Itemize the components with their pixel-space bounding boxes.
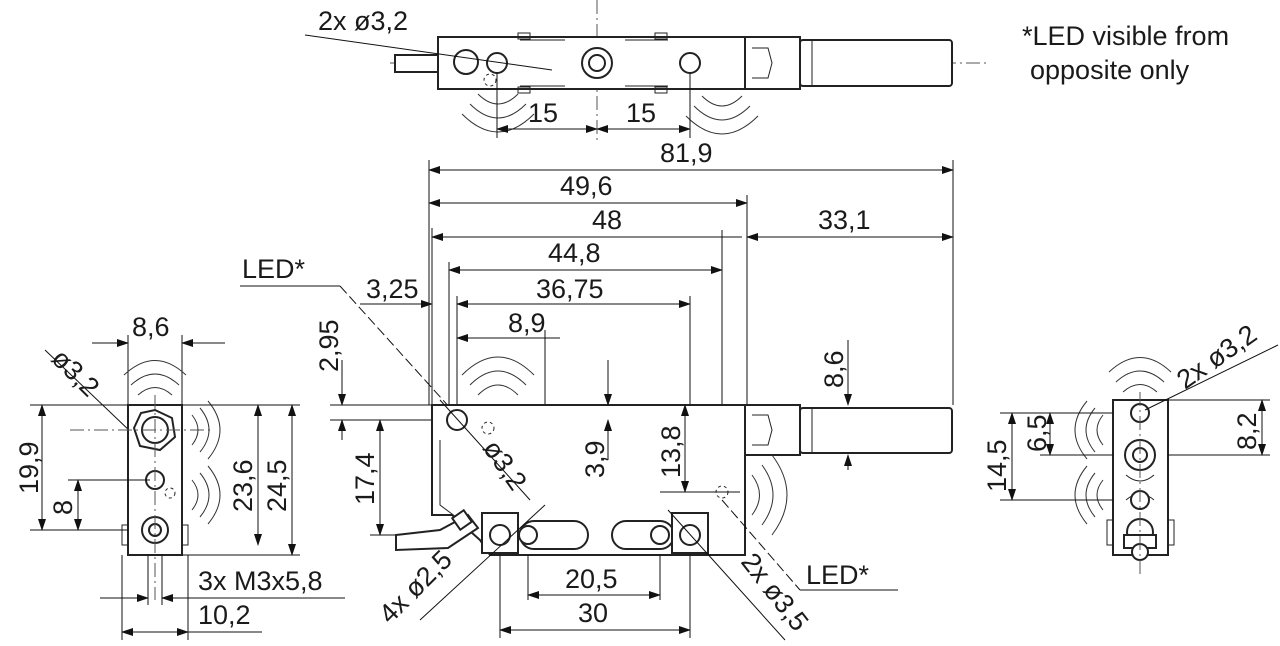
- note-line-2: opposite only: [1030, 55, 1190, 85]
- left-wave-right-2: [191, 465, 221, 525]
- dim-8-6-front-label: 8,6: [819, 350, 849, 388]
- left-dim-8-6-label: 8,6: [132, 312, 170, 342]
- top-hole-right: [679, 52, 701, 74]
- led-bottom-leader: [721, 499, 801, 591]
- top-clip-2: [654, 32, 668, 40]
- holes-4x-label: 4x ø2,5: [373, 544, 458, 629]
- led-top-label: LED*: [242, 254, 306, 284]
- dim-8-9-label: 8,9: [508, 308, 546, 338]
- dim-33-1-label: 33,1: [818, 205, 871, 235]
- dim-3-25-label: 3,25: [366, 274, 419, 304]
- front-actuator-grip: [799, 407, 953, 454]
- left-dim-24-5-label: 24,5: [262, 459, 292, 512]
- front-view: 81,9 49,6 48 33,1 44,8 3,25 36,75 8,9 LE…: [240, 138, 954, 641]
- note-line-1: *LED visible from: [1022, 21, 1229, 51]
- right-wave-left-1: [1074, 400, 1104, 460]
- top-actuator-grip: [799, 39, 953, 87]
- top-dim-left-label: 15: [528, 98, 558, 128]
- front-wave-top: [461, 356, 535, 396]
- top-led-hidden: [483, 73, 497, 87]
- left-dim-10-2-label: 10,2: [198, 600, 251, 630]
- left-dim-8-label: 8: [48, 500, 78, 515]
- left-wave-top: [123, 360, 187, 396]
- top-nut: [453, 49, 479, 75]
- holes-4x-leader: [419, 504, 546, 621]
- top-clip-3: [517, 86, 531, 94]
- top-hole-center-inner: [588, 54, 606, 72]
- top-wave-right: [685, 95, 759, 135]
- led-bottom-label: LED*: [806, 560, 870, 590]
- left-phi-label: ø3,2: [46, 343, 105, 402]
- dim-81-9-label: 81,9: [660, 138, 713, 168]
- right-wave-left-2: [1074, 465, 1104, 525]
- front-hole-left: [489, 524, 511, 546]
- right-holes-leader: [1144, 344, 1279, 411]
- dim-phi-3-2-leader: [439, 399, 531, 501]
- front-led-hidden-1: [481, 421, 495, 435]
- dim-44-8-label: 44,8: [548, 238, 601, 268]
- top-clip-1: [517, 32, 531, 40]
- right-wave-top: [1108, 357, 1172, 393]
- dim-17-4-label: 17,4: [350, 452, 380, 505]
- dim-20-5-label: 20,5: [565, 564, 618, 594]
- right-dim-14-5-label: 14,5: [982, 439, 1012, 492]
- top-hole-leader: [304, 34, 553, 71]
- dim-30-label: 30: [578, 598, 608, 628]
- holes-2x-label: 2x ø3,5: [735, 547, 814, 636]
- front-wave-right: [751, 454, 788, 536]
- left-dim-23-6-label: 23,6: [228, 459, 258, 512]
- dim-36-75-label: 36,75: [536, 274, 604, 304]
- front-body-edge: [439, 440, 461, 521]
- top-dim-right-label: 15: [626, 98, 656, 128]
- right-view: 14,5 6,5 8,2 2x ø3,2: [982, 319, 1279, 575]
- top-wave-left: [461, 93, 535, 133]
- front-cable-clip: [450, 508, 474, 532]
- top-slots: [520, 39, 668, 87]
- right-dim-6-5-label: 6,5: [1022, 414, 1052, 452]
- top-hole-label: 2x ø3,2: [318, 6, 408, 36]
- left-dim-19-9-label: 19,9: [14, 441, 44, 494]
- top-view: 15 15 2x ø3,2: [304, 0, 990, 140]
- front-slot-hole-2: [650, 525, 670, 545]
- dim-13-8-label: 13,8: [656, 425, 686, 478]
- right-holes-label: 2x ø3,2: [1171, 319, 1262, 395]
- holes-2x-leader: [667, 509, 786, 641]
- right-dim-8-2-label: 8,2: [1232, 412, 1262, 450]
- dim-2-95-label: 2,95: [314, 319, 344, 372]
- top-actuator-detail: [752, 47, 773, 79]
- left-view: 8,6 ø3,2 19,9 8 23,6 24,5: [14, 312, 345, 640]
- dim-48-label: 48: [592, 205, 622, 235]
- left-tabs: [121, 524, 189, 546]
- top-clip-4: [654, 86, 668, 94]
- dim-49-6-label: 49,6: [560, 171, 613, 201]
- dim-3-9-label: 3,9: [580, 440, 610, 478]
- left-thread-label: 3x M3x5,8: [198, 566, 323, 596]
- front-slot-hole: [518, 525, 538, 545]
- left-led-hidden: [164, 487, 176, 499]
- left-wave-right-1: [191, 400, 221, 460]
- led-note: *LED visible from opposite only: [1022, 21, 1229, 85]
